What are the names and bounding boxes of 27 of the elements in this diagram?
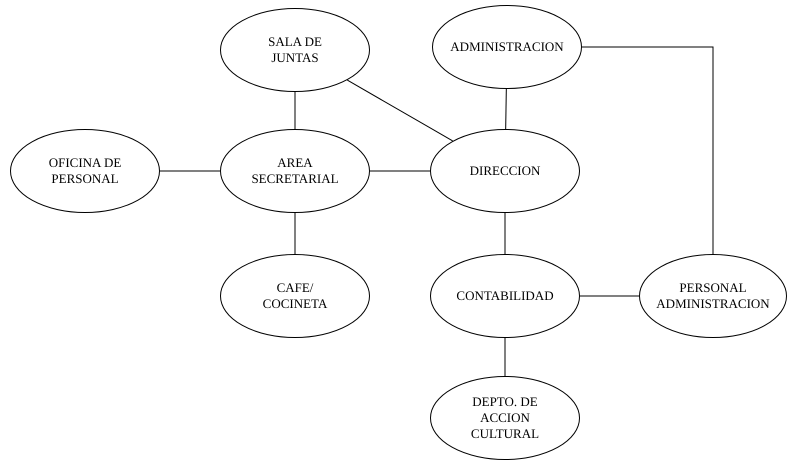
connector-line [294, 92, 296, 130]
node-label: AREA SECRETARIAL [250, 155, 340, 187]
connector-line [370, 170, 430, 172]
ellipse-node [220, 129, 370, 213]
ellipse-node [220, 8, 370, 92]
connector-line [160, 170, 220, 172]
connector-line [294, 212, 296, 254]
connector-line [505, 88, 507, 130]
ellipse-node [430, 129, 580, 213]
ellipse-node [430, 254, 580, 338]
connector-line [504, 212, 506, 254]
node-label: SALA DE JUNTAS [267, 34, 323, 66]
node-label: CONTABILIDAD [456, 288, 554, 304]
node-label: DEPTO. DE ACCION CULTURAL [470, 394, 540, 442]
node-label: ADMINISTRACION [450, 39, 564, 55]
connector-line [346, 80, 454, 142]
connector-line [504, 338, 506, 376]
ellipse-node [10, 129, 160, 213]
node-label: CAFE/ COCINETA [262, 280, 328, 312]
ellipse-node [220, 254, 370, 338]
node-label: OFICINA DE PERSONAL [48, 155, 122, 187]
ellipse-node [430, 376, 580, 460]
node-label: PERSONAL ADMINISTRACION [655, 280, 771, 312]
ellipse-node [432, 5, 582, 89]
node-label: DIRECCION [470, 163, 540, 179]
connector-line [582, 46, 714, 254]
ellipse-node [639, 254, 787, 338]
